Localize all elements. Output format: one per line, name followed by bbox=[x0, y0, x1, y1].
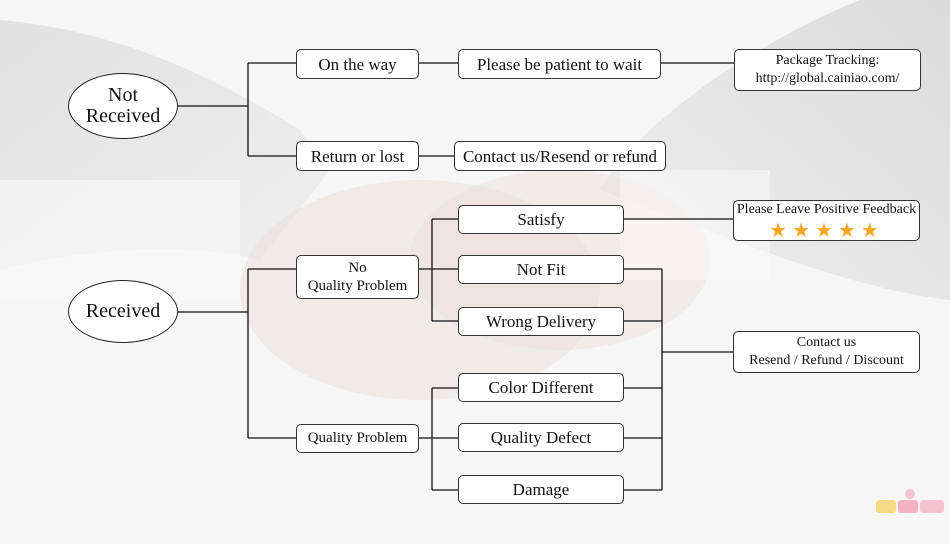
watermark-logo bbox=[876, 488, 944, 538]
satisfy-label: Satisfy bbox=[517, 210, 565, 229]
contact-resend-node: Contact us/Resend or refund bbox=[454, 141, 666, 171]
tracking-url: http://global.cainiao.com/ bbox=[755, 71, 900, 86]
quality-problem-label: Quality Problem bbox=[307, 430, 408, 446]
not-fit-node: Not Fit bbox=[458, 255, 624, 284]
no-quality-line1: No bbox=[348, 260, 367, 276]
patient-node: Please be patient to wait bbox=[458, 49, 661, 79]
wrong-delivery-node: Wrong Delivery bbox=[458, 307, 624, 336]
patient-label: Please be patient to wait bbox=[476, 54, 643, 74]
contact-us-options: Resend / Refund / Discount bbox=[749, 353, 904, 368]
return-or-lost-node: Return or lost bbox=[296, 141, 419, 171]
no-quality-problem-node: No Quality Problem bbox=[296, 255, 419, 299]
on-the-way-label: On the way bbox=[318, 54, 397, 74]
received-label: Received bbox=[85, 300, 161, 322]
not-fit-label: Not Fit bbox=[516, 260, 566, 279]
watermark-logo-icon bbox=[876, 489, 944, 513]
wrong-delivery-label: Wrong Delivery bbox=[485, 312, 597, 331]
satisfy-node: Satisfy bbox=[458, 205, 624, 234]
damage-node: Damage bbox=[458, 475, 624, 504]
contact-resend-label: Contact us/Resend or refund bbox=[462, 146, 658, 166]
contact-us-label: Contact us bbox=[796, 335, 857, 350]
positive-feedback-node: Please Leave Positive Feedback ★★★★★ bbox=[733, 200, 920, 241]
color-different-label: Color Different bbox=[488, 378, 594, 397]
package-tracking-node: Package Tracking: http://global.cainiao.… bbox=[734, 49, 921, 91]
quality-defect-node: Quality Defect bbox=[458, 423, 624, 452]
on-the-way-node: On the way bbox=[296, 49, 419, 79]
not-received-line2: Received bbox=[85, 105, 161, 127]
return-or-lost-label: Return or lost bbox=[310, 146, 405, 166]
not-received-node: Not Received bbox=[68, 73, 178, 139]
received-node: Received bbox=[68, 280, 178, 343]
damage-label: Damage bbox=[512, 480, 570, 499]
tracking-line1: Package Tracking: bbox=[775, 53, 880, 68]
quality-defect-label: Quality Defect bbox=[490, 428, 592, 447]
five-star-rating-icon: ★★★★★ bbox=[769, 219, 884, 242]
quality-problem-node: Quality Problem bbox=[296, 424, 419, 453]
not-received-line1: Not bbox=[108, 84, 138, 106]
feedback-label: Please Leave Positive Feedback bbox=[736, 201, 917, 217]
contact-us-node: Contact us Resend / Refund / Discount bbox=[733, 331, 920, 373]
no-quality-line2: Quality Problem bbox=[307, 278, 408, 294]
color-different-node: Color Different bbox=[458, 373, 624, 402]
